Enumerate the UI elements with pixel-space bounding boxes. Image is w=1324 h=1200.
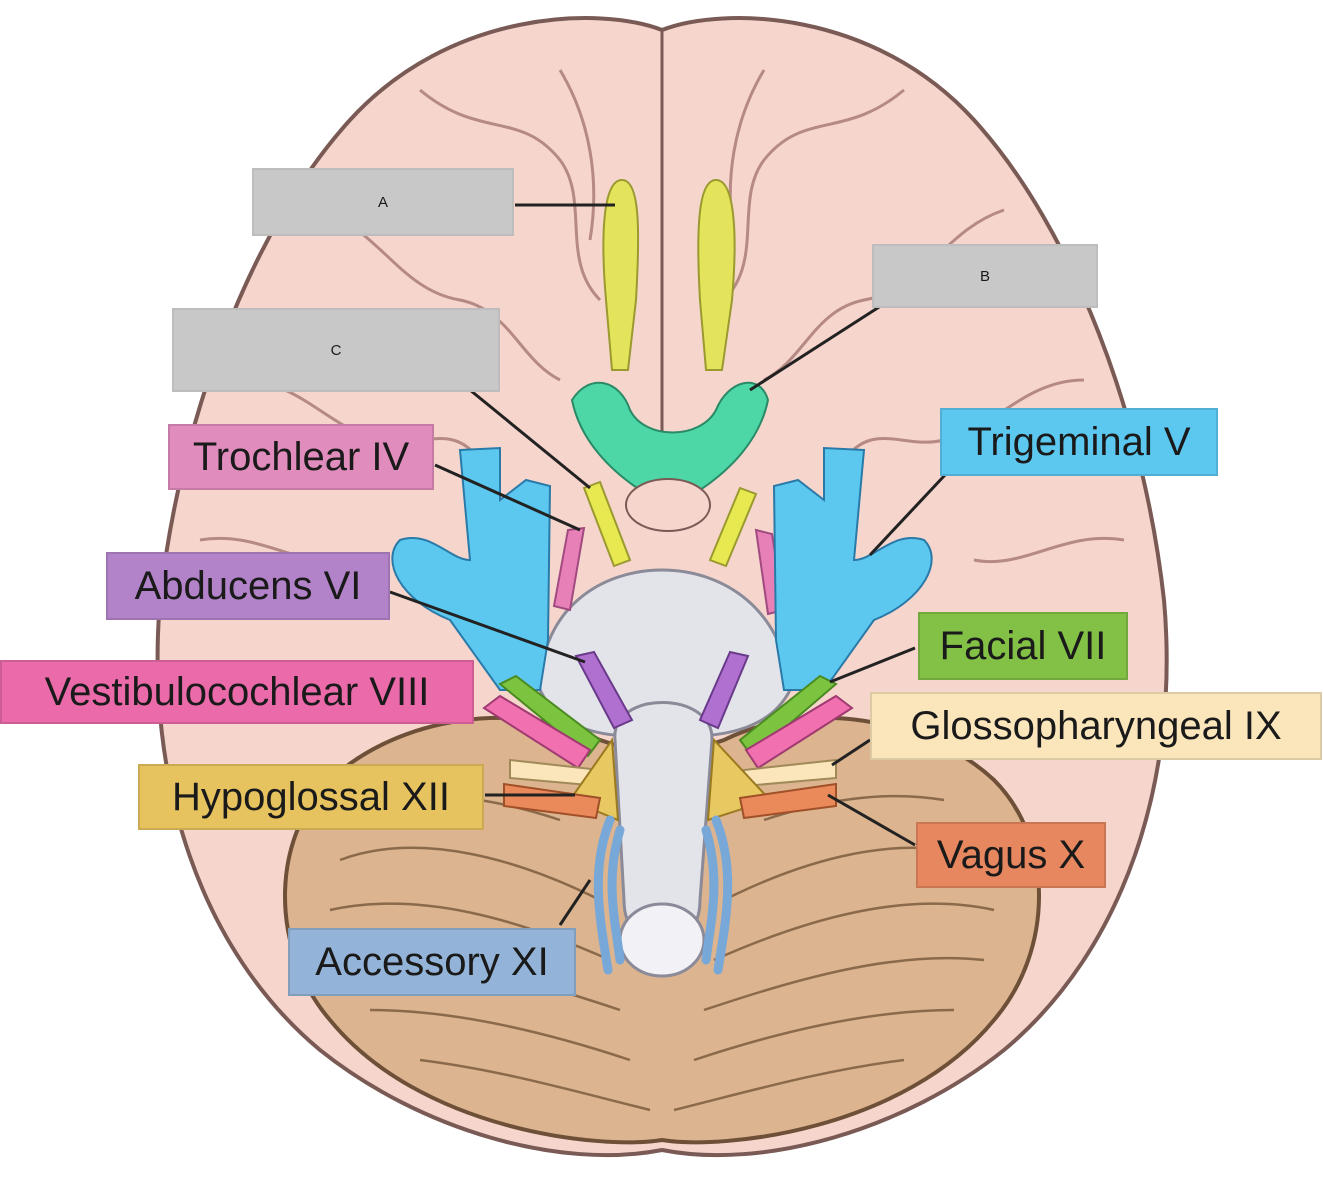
label-A-box[interactable]: A <box>252 168 514 236</box>
trigeminal-right <box>772 446 933 691</box>
label-facial: Facial VII <box>918 612 1128 680</box>
leader-C <box>469 388 591 490</box>
optic-chiasm <box>570 381 770 491</box>
abducens-left <box>574 650 634 730</box>
pituitary-stalk <box>625 478 711 532</box>
spinal-cord-section <box>618 902 706 978</box>
label-C-box[interactable]: C <box>172 308 500 392</box>
label-vagus: Vagus X <box>916 822 1106 888</box>
leader-facial <box>829 646 916 684</box>
abducens-right <box>698 650 750 730</box>
leader-trigeminal <box>868 473 947 557</box>
olfactory-left <box>602 178 640 371</box>
vestibulocochlear-right <box>744 694 854 770</box>
leader-glossopharyngeal <box>831 738 871 767</box>
label-abducens: Abducens VI <box>106 552 390 620</box>
vestibulocochlear-left <box>482 694 592 770</box>
leader-B <box>749 298 891 392</box>
label-B-box[interactable]: B <box>872 244 1098 308</box>
leader-vagus <box>827 793 916 847</box>
label-vestibulocochlear: Vestibulocochlear VIII <box>0 660 474 724</box>
oculomotor-right <box>708 486 758 568</box>
oculomotor-left <box>582 480 632 568</box>
leader-abducens <box>389 590 586 664</box>
label-glossopharyngeal: Glossopharyngeal IX <box>870 692 1322 760</box>
label-accessory: Accessory XI <box>288 928 576 996</box>
leader-accessory <box>558 879 592 926</box>
trigeminal-left <box>391 446 552 691</box>
label-trochlear: Trochlear IV <box>168 424 434 490</box>
label-trigeminal: Trigeminal V <box>940 408 1218 476</box>
leader-lines <box>389 203 947 926</box>
vagus-left <box>503 782 602 820</box>
leader-trochlear <box>434 463 581 532</box>
accessory-nerves <box>593 815 733 975</box>
label-hypoglossal: Hypoglossal XII <box>138 764 484 830</box>
olfactory-right <box>697 178 736 371</box>
